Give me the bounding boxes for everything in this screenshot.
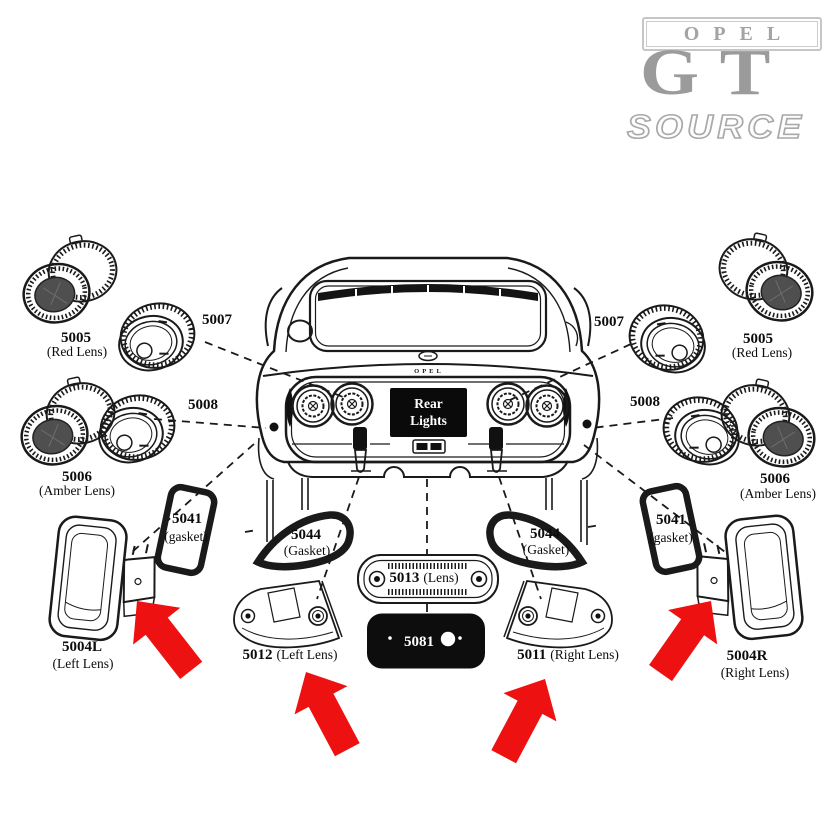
part-5041-left-drawing <box>154 483 218 577</box>
source-logo: SOURCE <box>626 108 806 145</box>
label-5041-left-num: 5041 <box>172 511 202 527</box>
rear-lights-plate: Rear Lights <box>390 388 467 437</box>
part-5008-left-drawing <box>98 394 176 464</box>
red-arrow-middle-right <box>491 679 557 764</box>
label-5041-right-num: 5041 <box>656 512 686 528</box>
part-5041-right-drawing <box>639 482 703 576</box>
label-5011-desc: (Right Lens) <box>550 647 619 662</box>
part-5007-left-drawing <box>118 302 196 372</box>
tail-light <box>525 384 569 428</box>
part-5005-right-drawing <box>718 232 814 322</box>
label-5006-left-desc: (Amber Lens) <box>38 483 116 498</box>
label-5008-right: 5008 <box>630 394 660 410</box>
label-5005-right-desc: (Red Lens) <box>731 345 793 360</box>
label-5004R-num: 5004R <box>726 648 768 664</box>
label-5004L-desc: (Left Lens) <box>52 656 114 671</box>
part-5081-drawing <box>367 613 485 669</box>
label-5013: 5013(Lens) <box>389 569 458 587</box>
label-5006-right-desc: (Amber Lens) <box>739 486 817 501</box>
label-5004R-desc: (Right Lens) <box>720 665 790 680</box>
plate-line2: Lights <box>410 412 447 428</box>
label-5008-left: 5008 <box>188 397 218 413</box>
label-5041-right-desc: (gasket) <box>649 530 693 545</box>
bumperette-right <box>487 427 507 473</box>
label-5041-left-desc: (gasket) <box>164 529 208 544</box>
label-5006-right-num: 5006 <box>760 471 790 487</box>
part-5013-drawing <box>357 554 499 604</box>
part-5044-left-drawing <box>252 511 354 571</box>
label-5011: 5011(Right Lens) <box>517 646 619 664</box>
label-5044-right-num: 5044 <box>530 526 560 542</box>
part-5007-right-drawing <box>628 304 706 374</box>
label-5007-right: 5007 <box>594 314 624 330</box>
opel-badge: OPEL <box>642 17 822 51</box>
label-5044-left-num: 5044 <box>291 527 321 543</box>
license-light <box>412 439 446 454</box>
label-5011-num: 5011 <box>517 647 547 663</box>
label-5012-desc: (Left Lens) <box>276 647 338 662</box>
tail-light <box>486 382 530 426</box>
part-5008-right-drawing <box>662 396 740 466</box>
label-5044-right-desc: (Gasket) <box>522 542 570 557</box>
tail-light <box>330 382 374 426</box>
label-5081: 5081 <box>404 634 434 650</box>
car-rear-drawing <box>255 256 601 545</box>
red-arrow-outer-right <box>649 601 718 682</box>
opel-badge-text: OPEL <box>683 22 795 45</box>
label-5004L-num: 5004L <box>61 639 103 655</box>
part-5044-right-drawing <box>486 511 588 571</box>
part-5005-left-drawing <box>22 234 118 324</box>
side-marker-left <box>269 422 279 432</box>
part-5012-drawing <box>233 580 343 649</box>
part-5004R-drawing <box>696 514 804 641</box>
plate-line1: Rear <box>414 395 443 411</box>
label-5005-right-num: 5005 <box>743 331 773 347</box>
label-5007-left: 5007 <box>202 312 232 328</box>
red-arrow-outer-left <box>133 601 203 679</box>
label-5012: 5012(Left Lens) <box>242 646 337 664</box>
label-5005-left-num: 5005 <box>61 330 91 346</box>
label-5013-desc: (Lens) <box>423 570 459 585</box>
part-5011-drawing <box>503 580 613 649</box>
gt-logo: GT <box>640 36 792 109</box>
part-5006-left-drawing <box>20 376 116 466</box>
fuel-emblem <box>418 350 438 362</box>
quarter-window-loop <box>287 319 313 343</box>
label-5044-left-desc: (Gasket) <box>283 543 331 558</box>
side-marker-right <box>582 419 592 429</box>
tail-panel <box>284 375 572 464</box>
red-arrow-middle-left <box>294 672 360 757</box>
label-5005-left-desc: (Red Lens) <box>46 344 108 359</box>
bumperette-left <box>351 427 371 473</box>
trunk-opel-text: OPEL <box>414 368 444 375</box>
label-5013-num: 5013 <box>389 570 420 586</box>
label-5006-left-num: 5006 <box>62 469 92 485</box>
label-5012-num: 5012 <box>242 647 273 663</box>
